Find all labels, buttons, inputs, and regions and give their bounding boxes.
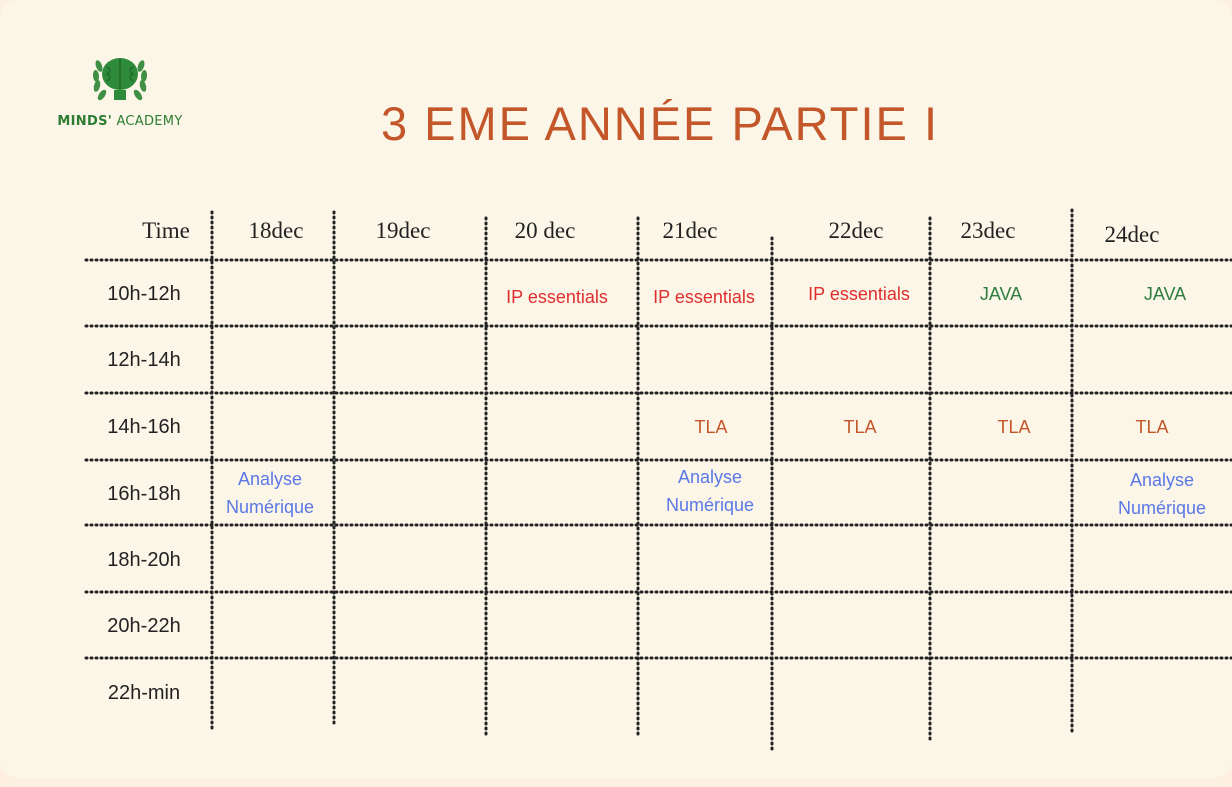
- logo: MINDS' ACADEMY: [40, 52, 200, 129]
- event-analyse-numerique: Analyse Numérique: [1118, 466, 1206, 522]
- day-header: 20 dec: [514, 218, 576, 243]
- time-slot-label: 14h-16h: [107, 416, 181, 438]
- event-line: Analyse: [677, 467, 743, 487]
- brain-laurel-icon: [92, 58, 148, 101]
- event-line: Numérique: [665, 495, 755, 515]
- event-tla: TLA: [1135, 417, 1169, 437]
- logo-text: MINDS' ACADEMY: [57, 114, 183, 129]
- event-line: Numérique: [225, 497, 315, 517]
- event-line: Analyse: [1129, 470, 1195, 490]
- event-line: Analyse: [237, 469, 303, 489]
- day-header: 19dec: [375, 218, 431, 243]
- time-slot-label: 20h-22h: [107, 615, 181, 637]
- time-slot-label: 18h-20h: [107, 549, 181, 571]
- time-slot-label: 12h-14h: [107, 349, 181, 371]
- event-java: JAVA: [979, 284, 1023, 304]
- event-analyse-numerique: Analyse Numérique: [666, 463, 754, 519]
- time-slot-label: 10h-12h: [107, 283, 181, 305]
- day-header: 23dec: [960, 218, 1016, 243]
- event-ip-essentials: IP essentials: [808, 284, 910, 304]
- event-ip-essentials: IP essentials: [506, 287, 608, 307]
- event-tla: TLA: [694, 417, 728, 437]
- day-header: 24dec: [1104, 222, 1160, 247]
- time-slot-label: 16h-18h: [107, 483, 181, 505]
- event-analyse-numerique: Analyse Numérique: [226, 465, 314, 521]
- page-title: 3 EME ANNÉE PARTIE I: [380, 97, 940, 150]
- event-java: JAVA: [1143, 284, 1187, 304]
- event-tla: TLA: [997, 417, 1031, 437]
- time-slot-label: 22h-min: [107, 682, 181, 704]
- time-column-header: Time: [142, 218, 190, 243]
- day-header: 22dec: [828, 218, 884, 243]
- event-ip-essentials: IP essentials: [653, 287, 755, 307]
- event-tla: TLA: [843, 417, 877, 437]
- day-header: 21dec: [662, 218, 718, 243]
- day-header: 18dec: [248, 218, 304, 243]
- event-line: Numérique: [1117, 498, 1207, 518]
